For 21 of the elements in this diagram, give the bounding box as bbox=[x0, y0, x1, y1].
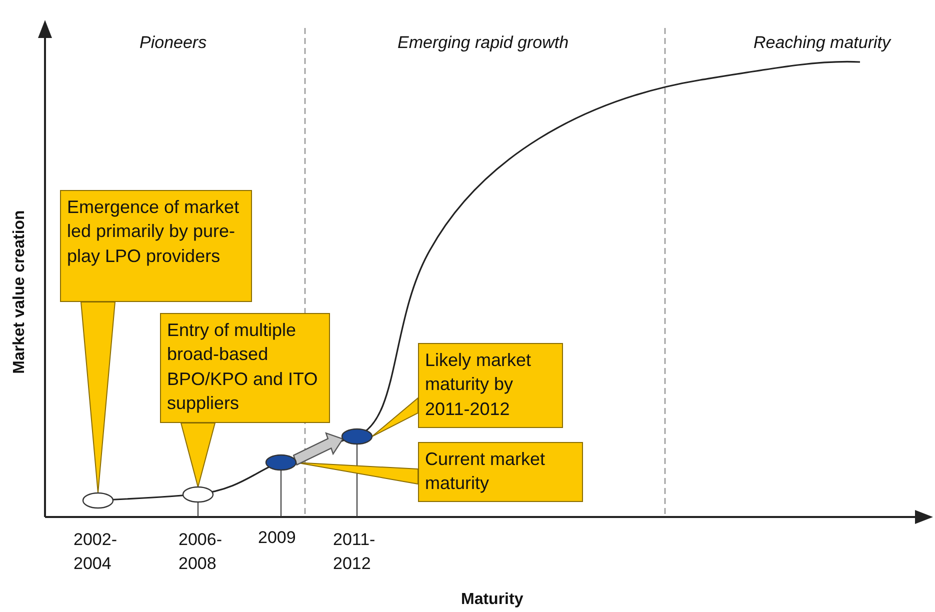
callout-pointer bbox=[180, 422, 216, 489]
callout-box: Emergence of market led primarily by pure-play LPO providers bbox=[60, 190, 252, 302]
milestone-marker bbox=[265, 454, 297, 471]
milestone-marker bbox=[341, 428, 373, 445]
phase-label: Pioneers bbox=[140, 33, 207, 53]
callout-box: Entry of multiple broad-based BPO/KPO and ITO suppliers bbox=[160, 313, 330, 423]
callout-pointer bbox=[80, 302, 116, 494]
milestone-marker bbox=[82, 492, 114, 509]
year-label: 2011-2012 bbox=[333, 529, 376, 575]
year-label: 2006-2008 bbox=[178, 529, 222, 575]
year-label: 2002-2004 bbox=[74, 529, 117, 575]
callout-pointer bbox=[372, 396, 418, 437]
phase-label: Emerging rapid growth bbox=[398, 33, 569, 53]
axis-title: Market value creation bbox=[10, 210, 29, 374]
arrow bbox=[292, 432, 344, 466]
callout-box: Current market maturity bbox=[418, 442, 583, 502]
callout-box: Likely market maturity by 2011-2012 bbox=[418, 343, 563, 428]
year-label: 2009 bbox=[258, 528, 296, 548]
axis-title: Maturity bbox=[461, 591, 524, 609]
milestone-marker bbox=[182, 486, 214, 503]
phase-label: Reaching maturity bbox=[754, 33, 891, 53]
